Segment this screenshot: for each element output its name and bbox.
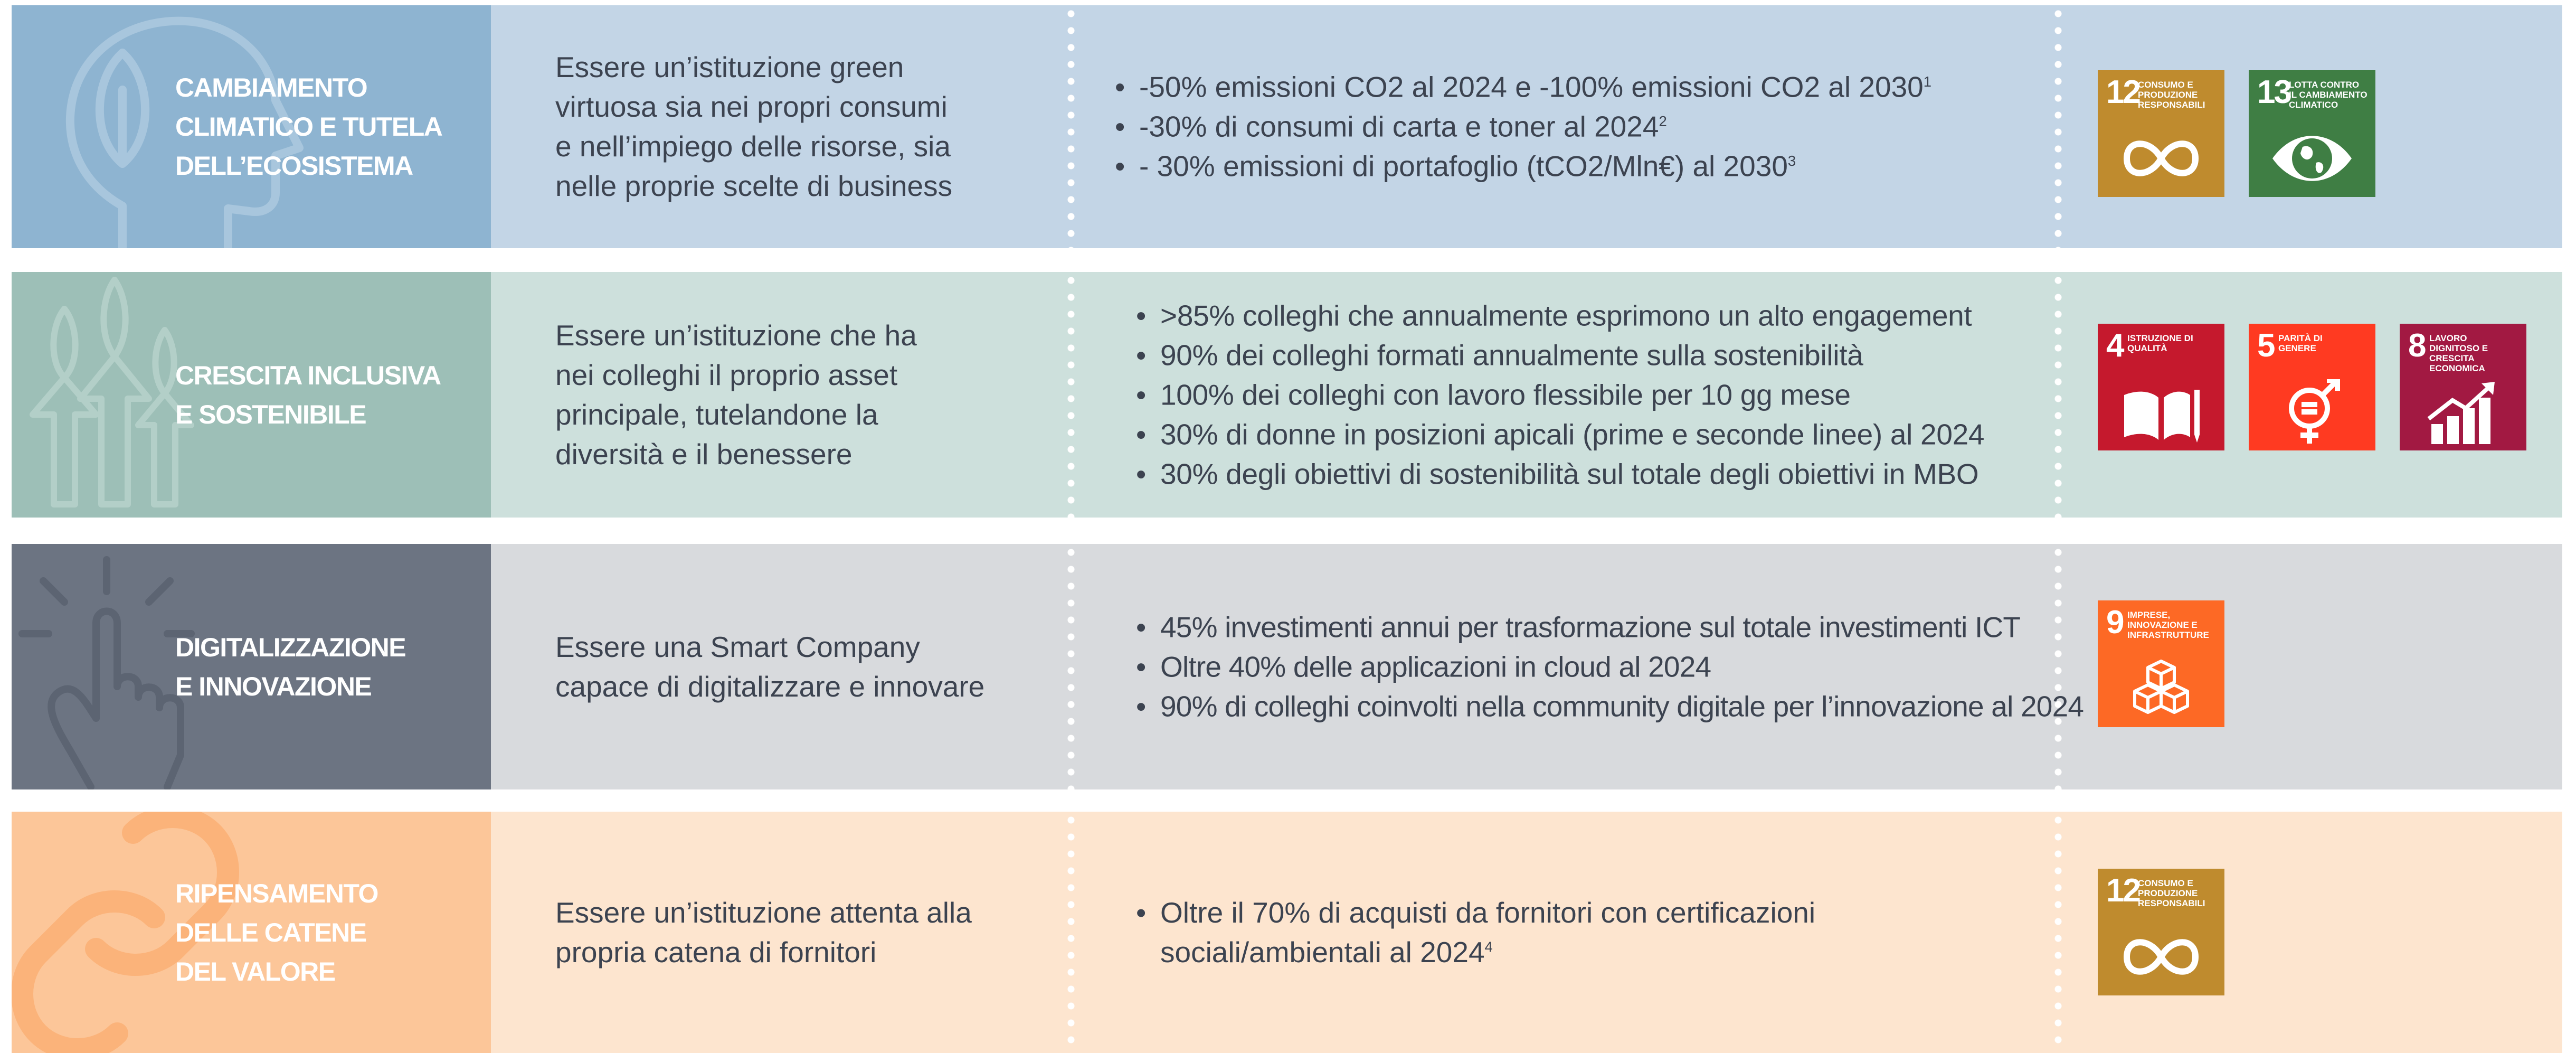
sdg-badge-12: 12 CONSUMO E PRODUZIONE RESPONSABILI [2098,869,2224,995]
target-item: Oltre il 70% di acquisti da fornitori co… [1136,893,1815,972]
pillar-goal: Essere un’istituzione attenta alla propr… [555,896,972,969]
dotted-divider [2054,812,2062,1053]
pillar-row-inclusive-growth: CRESCITA INCLUSIVA E SOSTENIBILE Essere … [12,272,2562,518]
target-item: 45% investimenti annui per trasformazion… [1136,607,2083,647]
dotted-divider [1067,272,1075,518]
target-item: - 30% emissioni di portafoglio (tCO2/Mln… [1115,147,1931,186]
pillar-category-cell: CRESCITA INCLUSIVA E SOSTENIBILE [12,272,491,518]
sdg-badge-9: 9 IMPRESE, INNOVAZIONE E INFRASTRUTTURE [2098,600,2224,727]
gender-equality-icon [2289,379,2340,444]
target-item: 30% degli obiettivi di sostenibilità sul… [1136,454,1984,494]
sdg-badge-4: 4 ISTRUZIONE DI QUALITÀ [2098,324,2224,450]
dotted-divider [2054,544,2062,789]
touch-hand-icon [18,556,195,789]
pillar-row-digital: DIGITALIZZAZIONE E INNOVAZIONE Essere un… [12,544,2562,789]
target-item: Oltre 40% delle applicazioni in cloud al… [1136,647,2083,687]
pillar-category-cell: RIPENSAMENTO DELLE CATENE DEL VALORE [12,812,491,1053]
pillar-category-cell: CAMBIAMENTO CLIMATICO E TUTELA DELL’ECOS… [12,5,491,248]
pillar-title: CAMBIAMENTO CLIMATICO E TUTELA DELL’ECOS… [175,73,443,181]
target-list: -50% emissioni CO2 al 2024 e -100% emiss… [1115,68,1931,186]
target-item: -30% di consumi di carta e toner al 2024… [1115,107,1931,147]
pillar-goal: Essere un’istituzione che ha nei collegh… [555,318,917,471]
pillar-goal: Essere una Smart Company capace di digit… [555,630,985,703]
pillar-goal: Essere un’istituzione green virtuosa sia… [555,51,953,202]
head-leaf-icon [65,16,304,248]
growing-plants-icon [30,277,194,507]
pillar-category-cell: DIGITALIZZAZIONE E INNOVAZIONE [12,544,491,789]
growth-chart-icon [2427,382,2495,444]
eye-globe-icon [2272,136,2352,181]
cubes-icon [2133,660,2189,714]
target-item: >85% colleghi che annualmente esprimono … [1136,296,1984,335]
target-item: 30% di donne in posizioni apicali (prime… [1136,415,1985,454]
pillar-row-climate: CAMBIAMENTO CLIMATICO E TUTELA DELL’ECOS… [12,5,2562,248]
dotted-divider [1067,812,1075,1053]
book-pencil-icon [2124,390,2200,443]
pillar-title: CRESCITA INCLUSIVA E SOSTENIBILE [175,360,441,429]
pillar-row-value-chain: RIPENSAMENTO DELLE CATENE DEL VALORE Ess… [12,812,2562,1053]
pillar-title: RIPENSAMENTO DELLE CATENE DEL VALORE [175,878,378,986]
dotted-divider [2054,5,2062,248]
target-item: 90% dei colleghi formati annualmente sul… [1136,335,1984,375]
infinity-icon [2123,140,2199,176]
pillar-title: DIGITALIZZAZIONE E INNOVAZIONE [175,632,406,701]
target-item: -50% emissioni CO2 al 2024 e -100% emiss… [1115,68,1931,107]
infinity-icon [2123,939,2199,975]
dotted-divider [2054,272,2062,518]
sdg-badge-8: 8 LAVORO DIGNITOSO E CRESCITA ECONOMICA [2400,324,2526,450]
dotted-divider [1067,544,1075,789]
target-list: Oltre il 70% di acquisti da fornitori co… [1136,893,1815,972]
sdg-badge-12: 12 CONSUMO E PRODUZIONE RESPONSABILI [2098,70,2224,197]
target-item: 100% dei colleghi con lavoro flessibile … [1136,375,1984,415]
target-list: 45% investimenti annui per trasformazion… [1136,607,2084,726]
target-list: >85% colleghi che annualmente esprimono … [1136,296,1985,494]
chain-link-icon [12,812,239,1053]
target-item: 90% di colleghi coinvolti nella communit… [1136,687,2084,726]
sdg-badge-5: 5 PARITÀ DI GENERE [2249,324,2375,450]
dotted-divider [1067,5,1075,248]
sdg-badge-13: 13 LOTTA CONTRO IL CAMBIAMENTO CLIMATICO [2249,70,2375,197]
